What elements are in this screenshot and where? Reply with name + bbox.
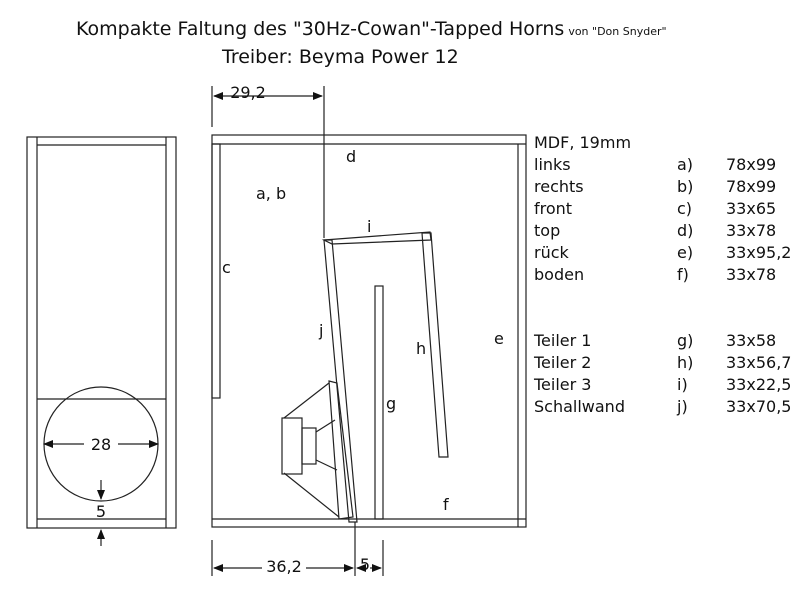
part-row-schallwand: Schallwand j) 33x70,5 <box>534 396 796 418</box>
part-size: 33x95,2 <box>726 243 792 262</box>
driver-line-a <box>315 419 336 433</box>
part-key: g) <box>677 331 694 350</box>
material-label: MDF, 19mm <box>534 133 632 152</box>
part-name: rechts <box>534 177 584 196</box>
front-view <box>26 136 177 546</box>
bottom-width-label: 36,2 <box>266 557 302 576</box>
part-row-top: top d) 33x78 <box>534 220 796 242</box>
side-view <box>211 86 527 576</box>
author-note: von "Don Snyder" <box>568 25 667 38</box>
title-text: Kompakte Faltung des "30Hz-Cowan"-Tapped… <box>76 18 565 40</box>
part-key: c) <box>677 199 693 218</box>
part-key: i) <box>677 375 688 394</box>
part-name: Teiler 3 <box>534 375 592 394</box>
parts-table: MDF, 19mm links a) 78x99 rechts b) 78x99 fro… <box>534 132 796 418</box>
part-row-teiler-1: Teiler 1 g) 33x58 <box>534 330 796 352</box>
label-f: f <box>443 495 449 514</box>
label-a-b: a, b <box>256 184 286 203</box>
part-size: 33x56,7 <box>726 353 792 372</box>
part-size: 33x58 <box>726 331 777 350</box>
part-name: rück <box>534 243 569 262</box>
driver-cone-bottom <box>283 472 340 518</box>
drawing-title: Kompakte Faltung des "30Hz-Cowan"-Tapped… <box>76 18 667 40</box>
part-row-teiler-3: Teiler 3 i) 33x22,5 <box>534 374 796 396</box>
part-row-rueck: rück e) 33x95,2 <box>534 242 796 264</box>
label-h: h <box>416 339 426 358</box>
part-size: 33x78 <box>726 265 777 284</box>
dividers-list: Teiler 1 g) 33x58 Teiler 2 h) 33x56,7 Teiler… <box>534 330 796 418</box>
material-row: MDF, 19mm <box>534 132 796 154</box>
part-row-boden: boden f) 33x78 <box>534 264 796 286</box>
front-bottom-label: 5 <box>96 502 106 521</box>
part-name: top <box>534 221 561 240</box>
part-key: e) <box>677 243 694 262</box>
part-size: 33x22,5 <box>726 375 792 394</box>
panel-g-divider <box>374 285 384 520</box>
part-name: links <box>534 155 571 174</box>
driver-cone-top <box>283 382 330 419</box>
part-name: front <box>534 199 573 218</box>
driver-pole <box>301 427 317 465</box>
part-key: h) <box>677 353 694 372</box>
label-g: g <box>386 394 396 413</box>
part-name: Schallwand <box>534 397 625 416</box>
part-key: f) <box>677 265 689 284</box>
part-name: Teiler 1 <box>534 331 592 350</box>
panel-i-divider <box>321 231 432 245</box>
front-view-outline <box>26 136 177 529</box>
driver-magnet <box>281 417 303 475</box>
part-row-front: front c) 33x65 <box>534 198 796 220</box>
part-row-teiler-2: Teiler 2 h) 33x56,7 <box>534 352 796 374</box>
part-key: a) <box>677 155 694 174</box>
driver-line-b <box>315 459 338 471</box>
part-size: 78x99 <box>726 155 777 174</box>
part-row-links: links a) 78x99 <box>534 154 796 176</box>
label-i: i <box>367 217 371 236</box>
slot-width-label: 5 <box>360 555 370 574</box>
driver-section <box>281 380 354 520</box>
part-size: 33x65 <box>726 199 777 218</box>
part-name: Teiler 2 <box>534 353 592 372</box>
part-size: 33x70,5 <box>726 397 792 416</box>
part-name: boden <box>534 265 585 284</box>
part-key: d) <box>677 221 694 240</box>
table-spacer <box>534 286 796 330</box>
top-width-label: 29,2 <box>230 83 266 102</box>
label-c: c <box>222 258 231 277</box>
label-j: j <box>318 321 323 340</box>
part-row-rechts: rechts b) 78x99 <box>534 176 796 198</box>
panel-h-divider <box>421 232 449 458</box>
label-d: d <box>346 147 356 166</box>
panel-c-front <box>211 143 221 399</box>
drawing-subtitle: Treiber: Beyma Power 12 <box>222 46 459 68</box>
part-key: j) <box>677 397 688 416</box>
part-size: 33x78 <box>726 221 777 240</box>
label-e: e <box>494 329 504 348</box>
driver-frame <box>328 380 354 520</box>
part-size: 78x99 <box>726 177 777 196</box>
part-key: b) <box>677 177 694 196</box>
driver-diameter-label: 28 <box>91 435 111 454</box>
